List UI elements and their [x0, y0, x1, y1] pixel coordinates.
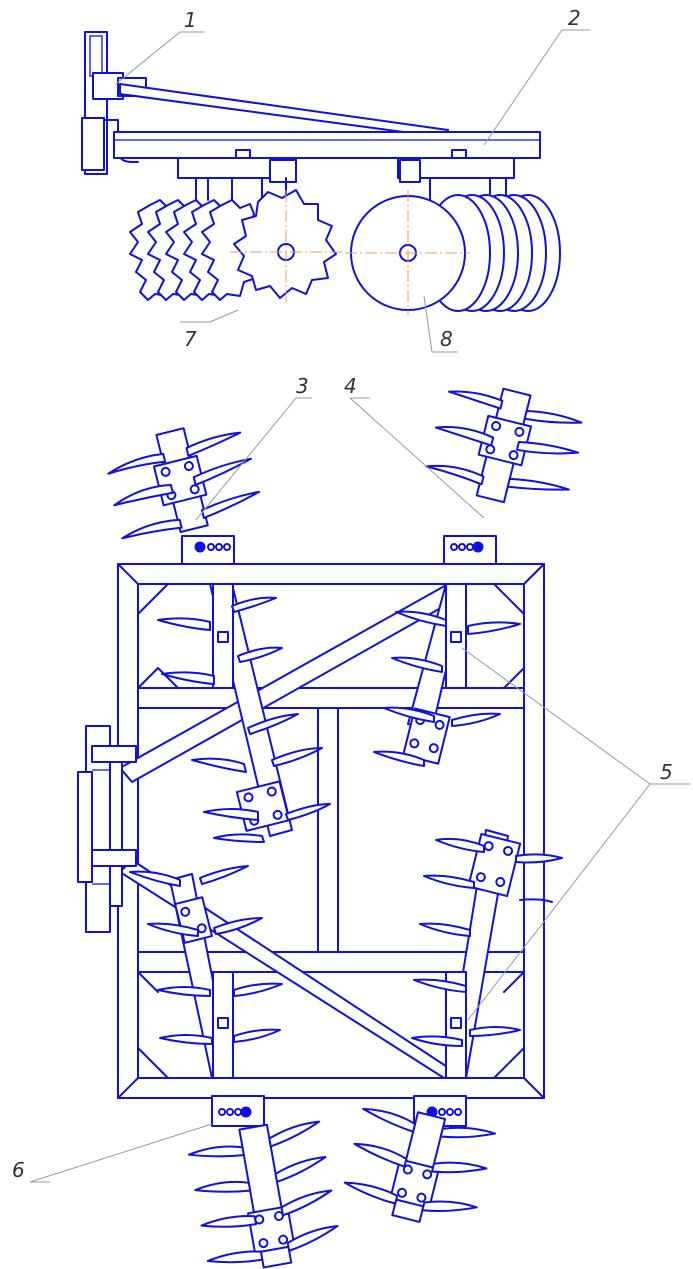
top-brace [119, 83, 449, 139]
callout-2: 2 [568, 6, 581, 30]
gang-top-right [425, 387, 583, 567]
plan-hitch [77, 725, 137, 933]
gang-rear-right [411, 829, 563, 1079]
notched-disc-gang [129, 189, 345, 305]
callout-6: 6 [12, 1158, 25, 1182]
gang-front-left [157, 583, 331, 843]
callout-4: 4 [344, 374, 357, 398]
frame [117, 563, 545, 1099]
gang-top-left [107, 427, 261, 567]
callout-3: 3 [296, 374, 309, 398]
side-view [81, 31, 561, 315]
callout-1: 1 [184, 8, 197, 32]
gang-bottom-left [187, 1095, 339, 1269]
gang-front-right [373, 583, 521, 767]
callout-5: 5 [660, 760, 673, 784]
plan-view [77, 387, 583, 1269]
callout-8: 8 [440, 327, 453, 351]
frame-beam [113, 131, 541, 159]
gang-bottom-right [343, 1095, 497, 1223]
callout-leaders [29, 29, 690, 1183]
gang-mount-rear [397, 149, 515, 201]
smooth-disc-gang [345, 190, 561, 315]
gang-rear-left [129, 865, 283, 1079]
callout-7: 7 [184, 327, 197, 351]
